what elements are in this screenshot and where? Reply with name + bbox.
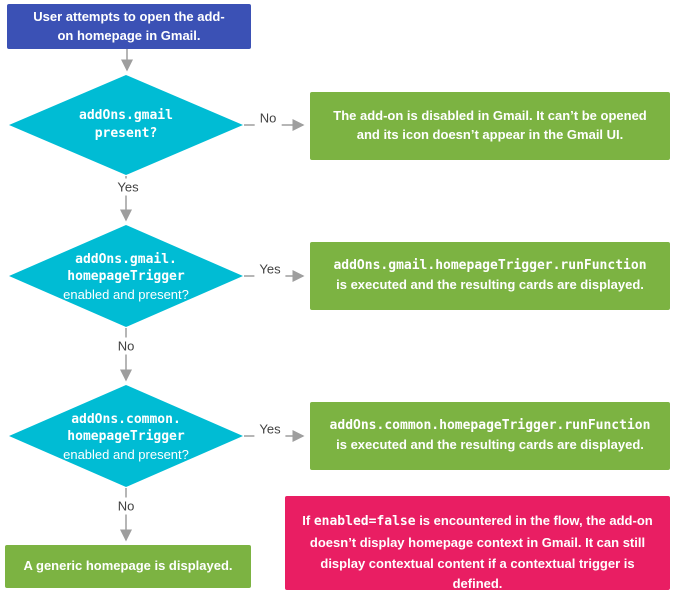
outcome-gmail-trigger-code: addOns.gmail.homepageTrigger.runFunction: [333, 258, 647, 274]
decision-3-code-line-2: homepageTrigger: [67, 429, 185, 445]
outcome-gmail-trigger-node: addOns.gmail.homepageTrigger.runFunction…: [310, 242, 670, 310]
outcome-disabled-node: The add-on is disabled in Gmail. It can’…: [310, 92, 670, 160]
decision-2-plain-line: enabled and present?: [63, 286, 189, 302]
outcome-disabled-text: The add-on is disabled in Gmail. It can’…: [333, 108, 647, 142]
decision-1-code-line-1: addOns.gmail: [79, 108, 173, 124]
outcome-common-trigger-node: addOns.common.homepageTrigger.runFunctio…: [310, 402, 670, 470]
note-text-pre: If: [302, 513, 314, 528]
decision-2-text: addOns.gmail. homepageTrigger enabled an…: [26, 249, 226, 305]
decision-diamond-gmail-homepage-trigger: [9, 225, 243, 327]
outcome-common-trigger-code: addOns.common.homepageTrigger.runFunctio…: [329, 418, 651, 434]
outcome-gmail-trigger-text: is executed and the resulting cards are …: [336, 277, 644, 292]
outcome-common-trigger-text: is executed and the resulting cards are …: [336, 437, 644, 452]
note-text-code: enabled=false: [313, 514, 416, 529]
note-enabled-false-node: If enabled=false is encountered in the f…: [285, 496, 670, 592]
outcome-generic-node: A generic homepage is displayed.: [5, 545, 251, 588]
outcome-generic-text: A generic homepage is displayed.: [23, 558, 233, 574]
decision-2-code-line-1: addOns.gmail.: [75, 251, 177, 267]
decision-3-plain-line: enabled and present?: [63, 446, 189, 462]
note-text-post: is encountered in the flow, the add-on d…: [309, 513, 653, 592]
edge-label-d1-no: No: [254, 109, 282, 127]
edge-label-d2-no: No: [112, 337, 140, 355]
decision-3-text: addOns.common. homepageTrigger enabled a…: [26, 409, 226, 465]
edge-label-d2-yes: Yes: [254, 260, 286, 278]
decision-3-code-line-1: addOns.common.: [71, 411, 181, 427]
decision-1-code-line-2: present?: [94, 126, 158, 141]
decision-2-code-line-2: homepageTrigger: [67, 269, 185, 285]
decision-diamond-gmail-present: [9, 75, 243, 175]
start-node-text: User attempts to open the add-on homepag…: [33, 8, 225, 43]
edge-label-d3-yes: Yes: [254, 420, 286, 438]
edge-label-d1-yes: Yes: [112, 178, 144, 196]
edge-label-d3-no: No: [112, 497, 140, 515]
decision-diamond-common-homepage-trigger: [9, 385, 243, 487]
decision-1-text: addOns.gmail present?: [26, 104, 226, 146]
start-node: User attempts to open the add-on homepag…: [7, 4, 251, 49]
